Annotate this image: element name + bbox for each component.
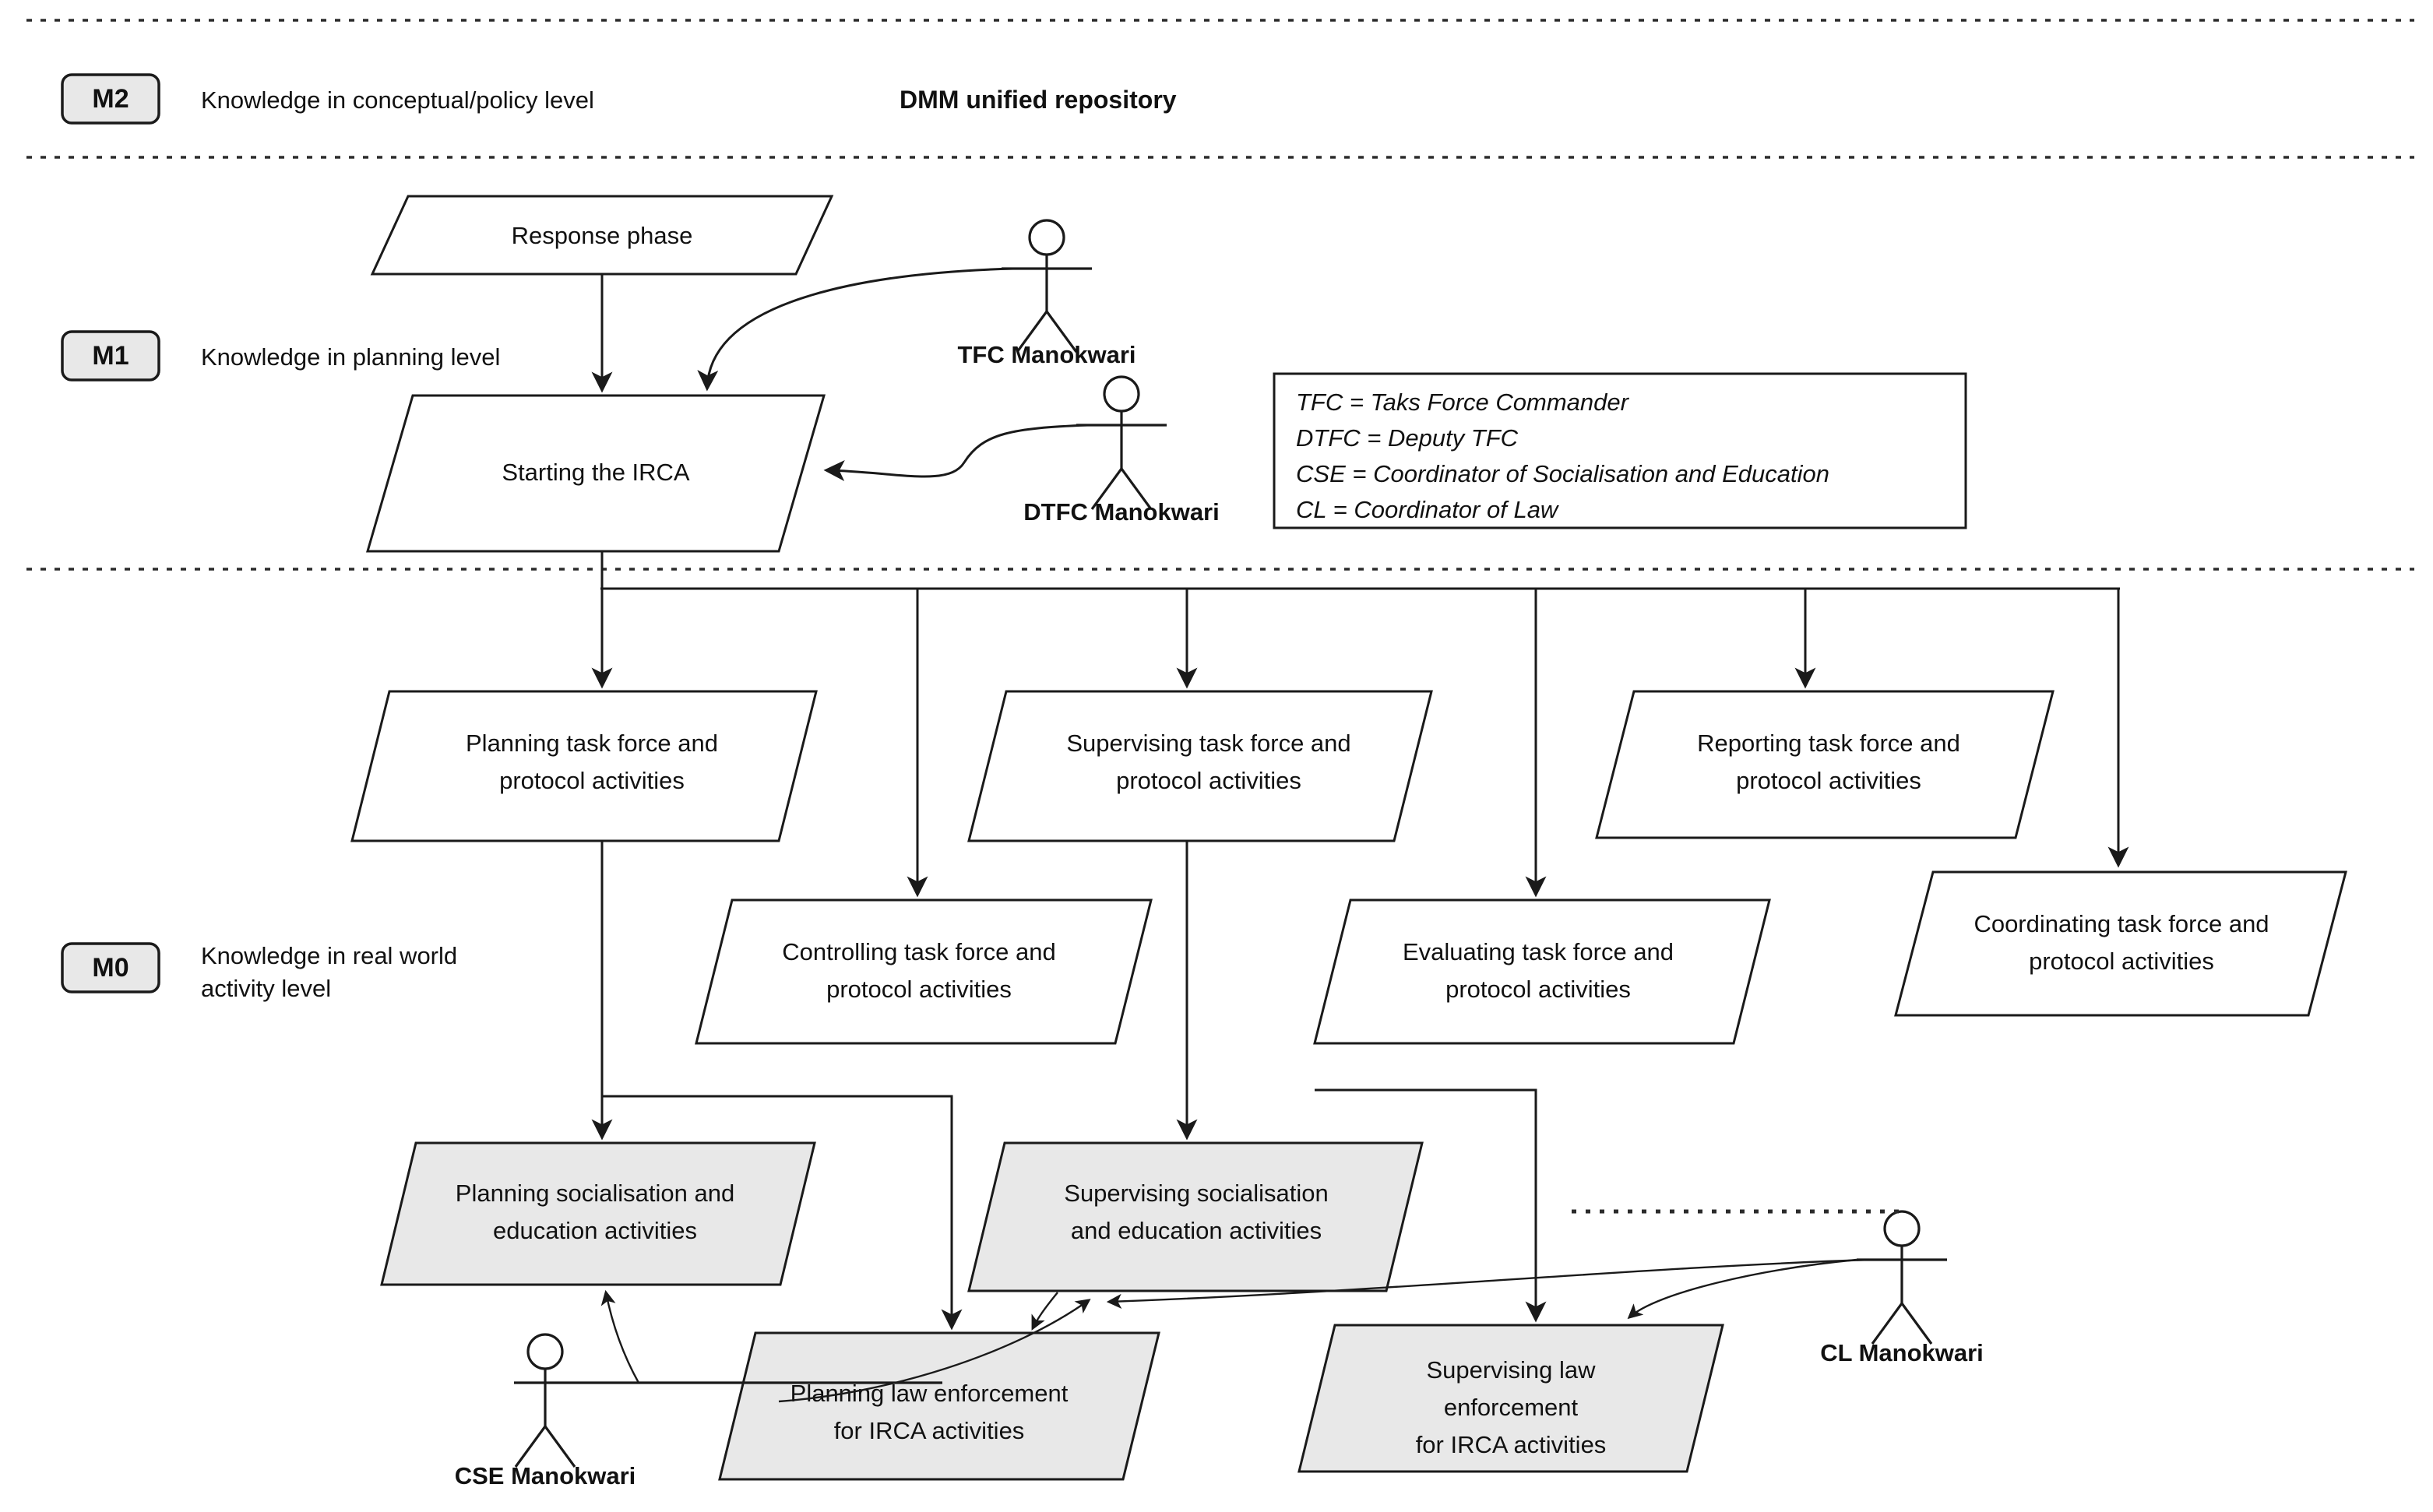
- node-evaluating-task-force-line2: protocol activities: [1445, 976, 1631, 1003]
- actor-tfc[interactable]: TFC Manokwari: [957, 219, 1136, 368]
- level-badge-m0: M0: [61, 942, 160, 993]
- actor-cl-label: CL Manokwari: [1820, 1339, 1984, 1366]
- edge-cse-to-planning-soc: [600, 1289, 640, 1384]
- node-planning-law-enforcement-line1: Planning law enforcement: [790, 1380, 1069, 1407]
- node-evaluating-task-force[interactable]: Evaluating task force and protocol activ…: [1313, 898, 1771, 1045]
- level-badge-m1: M1: [61, 330, 160, 382]
- edge-irca-fanout: [591, 551, 2129, 898]
- node-supervising-socialisation[interactable]: Supervising socialisation and education …: [967, 1141, 1424, 1292]
- node-starting-irca-label: Starting the IRCA: [502, 459, 690, 486]
- level-badge-m1-label: M1: [92, 341, 129, 371]
- node-planning-socialisation[interactable]: Planning socialisation and education act…: [380, 1141, 816, 1286]
- actor-cse[interactable]: CSE Manokwari: [455, 1333, 942, 1489]
- actor-tfc-label: TFC Manokwari: [957, 341, 1136, 368]
- node-supervising-task-force-line1: Supervising task force and: [1066, 730, 1350, 757]
- node-supervising-task-force[interactable]: Supervising task force and protocol acti…: [967, 690, 1433, 842]
- actor-dtfc-label: DTFC Manokwari: [1023, 498, 1219, 526]
- legend-line-1: TFC = Taks Force Commander: [1296, 389, 1630, 416]
- dmm-unified-repository-label: DMM unified repository: [900, 86, 1177, 114]
- node-response-phase[interactable]: Response phase: [370, 195, 834, 276]
- level-m0-description-line1: Knowledge in real world: [201, 942, 457, 969]
- node-supervising-socialisation-line1: Supervising socialisation: [1064, 1180, 1328, 1207]
- node-planning-socialisation-line1: Planning socialisation and: [456, 1180, 734, 1207]
- node-planning-task-force-line2: protocol activities: [499, 767, 685, 794]
- level-m0-description-line2: activity level: [201, 975, 331, 1002]
- node-supervising-law-enforcement-line2: enforcement: [1444, 1394, 1579, 1421]
- node-coordinating-task-force-line2: protocol activities: [2029, 948, 2214, 975]
- legend-line-2: DTFC = Deputy TFC: [1296, 424, 1519, 452]
- edge-evaluating-to-supervising-law: [1315, 1088, 1547, 1323]
- node-controlling-task-force[interactable]: Controlling task force and protocol acti…: [695, 898, 1153, 1045]
- node-supervising-socialisation-line2: and education activities: [1071, 1217, 1322, 1244]
- level-m2-description: Knowledge in conceptual/policy level: [201, 86, 594, 114]
- node-planning-task-force[interactable]: Planning task force and protocol activit…: [350, 690, 818, 842]
- node-reporting-task-force[interactable]: Reporting task force and protocol activi…: [1595, 690, 2054, 839]
- level-badge-m0-label: M0: [92, 953, 129, 983]
- edge-planning-tf-to-planning-law: [602, 1095, 963, 1331]
- node-coordinating-task-force-line1: Coordinating task force and: [1974, 910, 2269, 937]
- node-evaluating-task-force-line1: Evaluating task force and: [1403, 938, 1674, 965]
- node-reporting-task-force-line1: Reporting task force and: [1697, 730, 1960, 757]
- edge-tfc-to-irca: [697, 267, 1013, 392]
- level-badge-m2: M2: [61, 73, 160, 125]
- node-starting-irca[interactable]: Starting the IRCA: [366, 394, 826, 553]
- legend-line-4: CL = Coordinator of Law: [1296, 496, 1560, 523]
- edge-supervising-soc-to-planning-law: [1031, 1292, 1058, 1331]
- node-planning-law-enforcement-line2: for IRCA activities: [834, 1417, 1025, 1444]
- level-badge-m2-label: M2: [92, 84, 129, 114]
- edge-dtfc-to-irca: [823, 424, 1088, 482]
- node-planning-law-enforcement[interactable]: Planning law enforcement for IRCA activi…: [718, 1331, 1160, 1481]
- actor-dtfc[interactable]: DTFC Manokwari: [1023, 375, 1220, 526]
- node-supervising-law-enforcement-line1: Supervising law: [1426, 1356, 1596, 1384]
- node-controlling-task-force-line2: protocol activities: [826, 976, 1012, 1003]
- node-reporting-task-force-line2: protocol activities: [1736, 767, 1921, 794]
- node-planning-socialisation-line2: education activities: [493, 1217, 697, 1244]
- node-supervising-law-enforcement[interactable]: Supervising law enforcement for IRCA act…: [1297, 1324, 1724, 1473]
- actor-cl[interactable]: CL Manokwari: [1820, 1210, 1984, 1366]
- edge-cl-to-supervising-soc: [1106, 1258, 1870, 1310]
- node-supervising-law-enforcement-line3: for IRCA activities: [1416, 1431, 1607, 1458]
- node-response-phase-label: Response phase: [512, 222, 693, 249]
- actor-cse-label: CSE Manokwari: [455, 1462, 636, 1489]
- level-m1-description: Knowledge in planning level: [201, 343, 500, 371]
- node-planning-task-force-line1: Planning task force and: [466, 730, 718, 757]
- node-coordinating-task-force[interactable]: Coordinating task force and protocol act…: [1894, 870, 2347, 1017]
- legend: TFC = Taks Force Commander DTFC = Deputy…: [1273, 372, 1967, 529]
- node-controlling-task-force-line1: Controlling task force and: [782, 938, 1056, 965]
- legend-line-3: CSE = Coordinator of Socialisation and E…: [1296, 460, 1829, 487]
- edge-cl-to-supervising-law: [1627, 1258, 1857, 1320]
- node-supervising-task-force-line2: protocol activities: [1116, 767, 1301, 794]
- edge-cse-to-supervising-soc: [778, 1299, 1091, 1403]
